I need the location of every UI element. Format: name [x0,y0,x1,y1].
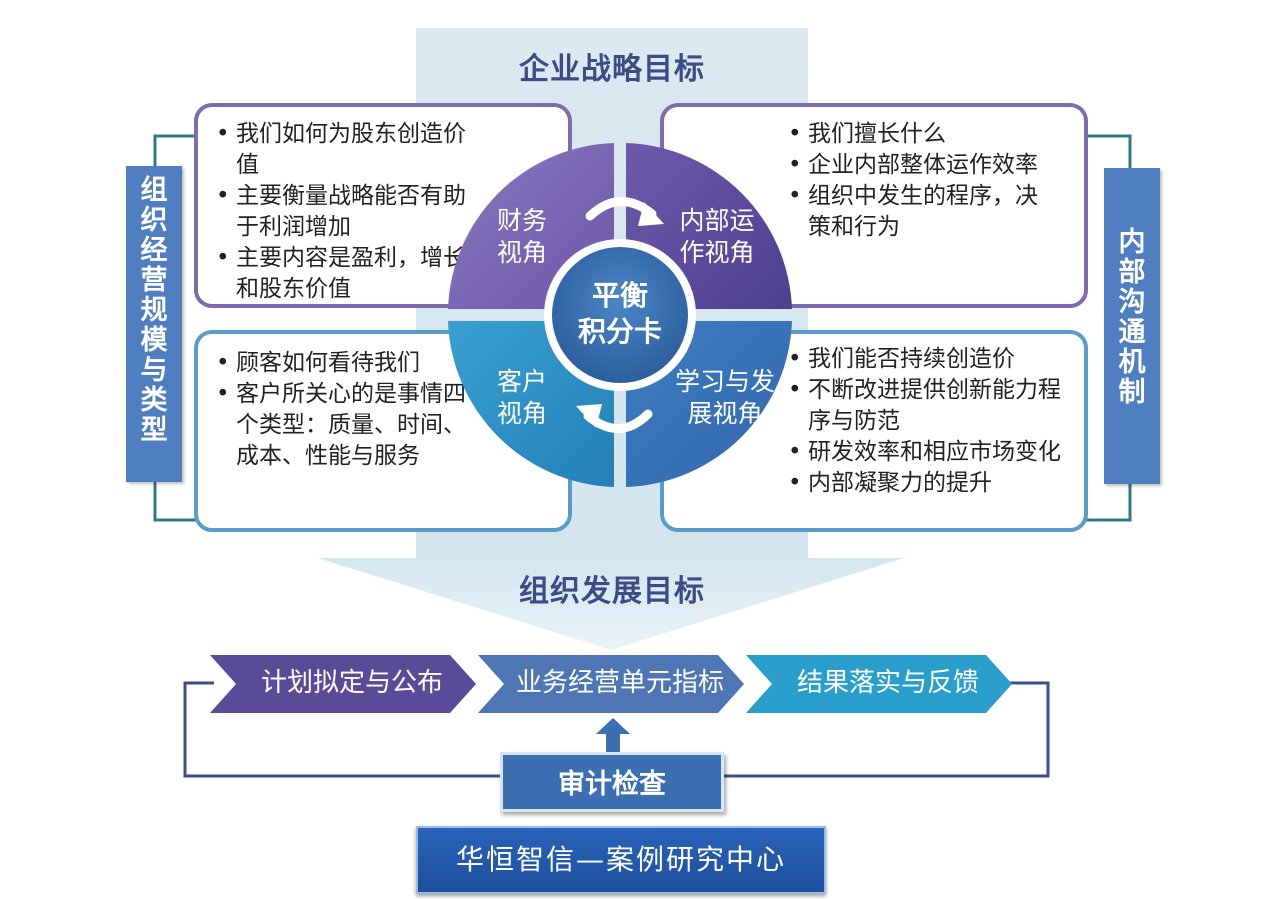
list-item: 我们能否持续创造价 [784,344,1074,375]
list-item: 内部凝聚力的提升 [784,468,1074,499]
list-item: 组织中发生的程序，决策和行为 [784,181,1050,243]
box-top-left: 我们如何为股东创造价值 主要衡量战略能否有助于利润增加 主要内容是盈利，增长和股… [194,103,572,308]
list-item: 顾客如何看待我们 [212,348,480,379]
list-item: 主要衡量战略能否有助于利润增加 [212,181,480,243]
center-title: 平衡 积分卡 [577,279,662,348]
left-side-label: 组 织 经 营 规 模 与 类 型 [140,175,168,446]
list-item: 我们擅长什么 [784,119,1050,150]
list-item: 不断改进提供创新能力程序与防范 [784,375,1074,437]
list-item: 企业内部整体运作效率 [784,150,1050,181]
label-customer: 客户 视角 [496,367,547,428]
step-plan: 计划拟定与公布 [260,668,443,698]
arrow-bottom-head [576,404,602,428]
arrow-top-head [638,202,664,226]
label-financial: 财务 视角 [496,206,547,267]
step-indicator-shape [478,655,744,713]
footer-banner: 华恒智信—案例研究中心 [416,826,826,894]
list-item: 客户所关心的是事情四个类型：质量、时间、成本、性能与服务 [212,379,480,472]
step-plan-shape [210,655,476,713]
label-internal: 内部运 作视角 [679,206,755,267]
process-chevrons [210,655,1012,713]
list-item: 主要内容是盈利，增长和股东价值 [212,243,480,305]
scorecard-circle [448,143,792,487]
list-item: 我们如何为股东创造价值 [212,119,480,181]
left-side-bar: 组 织 经 营 规 模 与 类 型 [126,166,182,482]
header-development-goal: 组织发展目标 [519,574,705,609]
right-side-label: 内 部 沟 通 机 制 [1118,227,1146,408]
step-result: 结果落实与反馈 [796,668,979,698]
audit-box: 审计检查 [500,752,724,812]
right-side-bar: 内 部 沟 通 机 制 [1104,168,1160,484]
header-strategic-goal: 企业战略目标 [519,52,705,87]
list-item: 研发效率和相应市场变化 [784,437,1074,468]
step-result-shape [746,655,1012,713]
step-indicator: 业务经营单元指标 [515,668,724,698]
center-disc [552,247,688,383]
label-learning: 学习与发 展视角 [674,367,775,428]
up-arrow-icon [596,718,630,754]
